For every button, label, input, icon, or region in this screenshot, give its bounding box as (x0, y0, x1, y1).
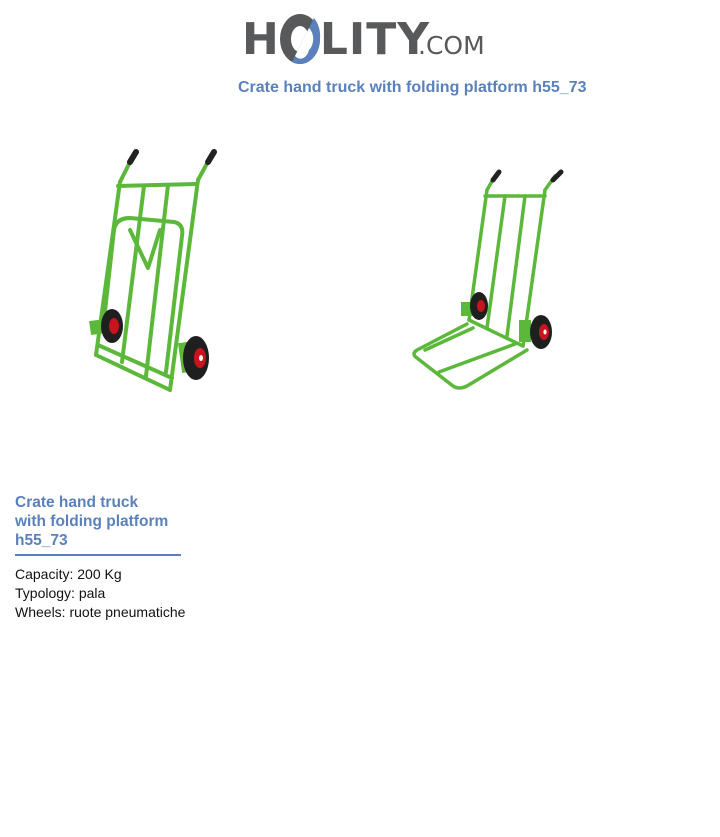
logo-letters-lity: LITY (319, 14, 431, 65)
spec-wheels: Wheels: ruote pneumatiche (15, 603, 185, 622)
spec-value: pala (78, 585, 106, 601)
spec-label: Capacity: (15, 566, 74, 582)
spec-label: Wheels: (15, 604, 66, 620)
spec-value: ruote pneumatiche (69, 604, 186, 620)
title-underline-divider (15, 554, 181, 556)
logo-domain-suffix: .COM (418, 31, 485, 60)
logo-letter-h: H (242, 14, 280, 65)
logo-o-icon (279, 13, 321, 65)
wheel-left (470, 292, 488, 320)
product-specs: Capacity: 200 Kg Typology: pala Wheels: … (15, 565, 185, 622)
product-name-line: h55_73 (15, 532, 68, 549)
wheel-left (101, 309, 123, 343)
hand-truck-folded-image (89, 149, 217, 392)
spec-label: Typology: (15, 585, 75, 601)
product-name-line: with folding platform (15, 513, 169, 530)
wheel-right (183, 336, 209, 380)
hand-truck-unfolded-image (412, 169, 564, 390)
product-name: Crate hand truck with folding platform h… (15, 493, 195, 550)
spec-typology: Typology: pala (15, 584, 185, 603)
page-title: Crate hand truck with folding platform h… (238, 79, 587, 96)
spec-capacity: Capacity: 200 Kg (15, 565, 185, 584)
product-name-line: Crate hand truck (15, 494, 139, 511)
spec-value: 200 Kg (77, 566, 122, 582)
wheel-right (530, 315, 552, 349)
